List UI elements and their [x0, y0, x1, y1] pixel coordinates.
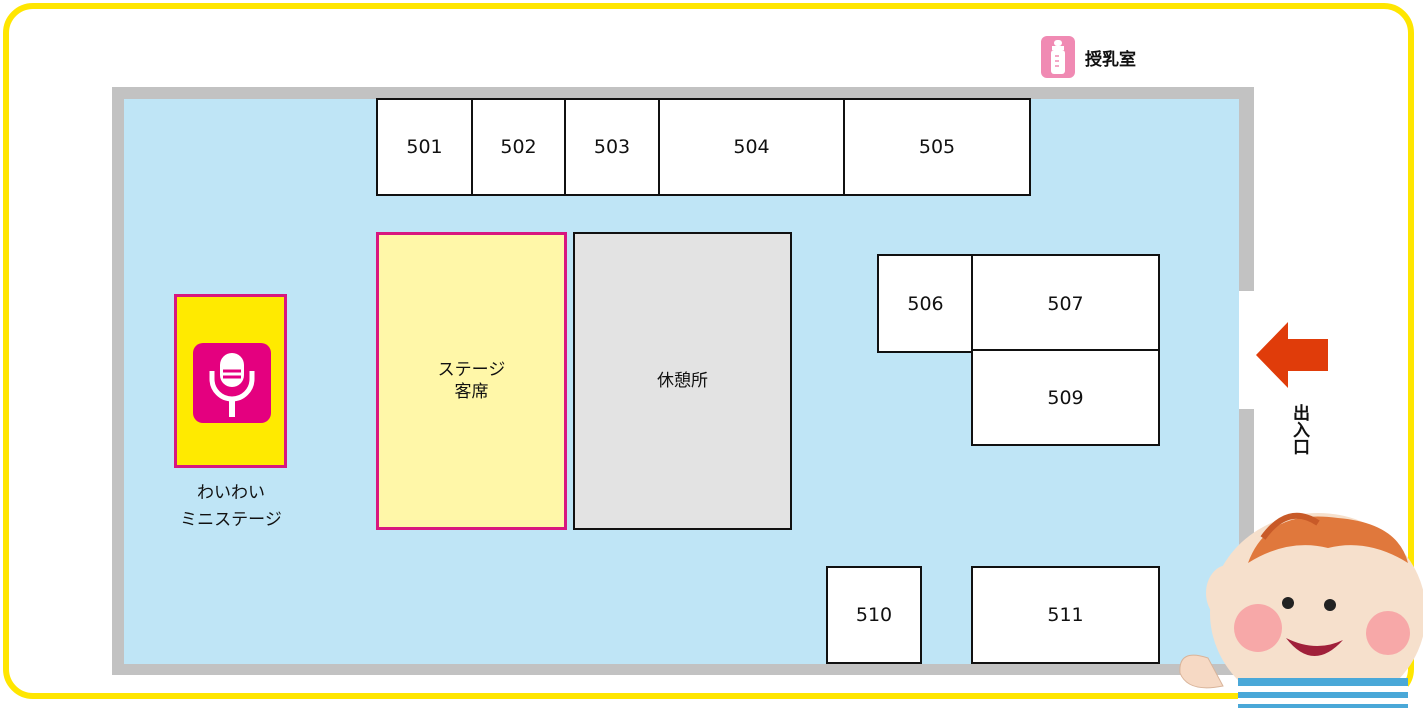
rest-area-label: 休憩所: [657, 371, 708, 391]
stage-seating-area[interactable]: ステージ 客席: [376, 232, 567, 530]
mini-stage-area[interactable]: [174, 294, 287, 468]
booth-505[interactable]: 505: [843, 98, 1031, 196]
booth-507[interactable]: 507: [971, 254, 1160, 353]
nursing-room[interactable]: 授乳室: [1041, 36, 1136, 78]
booth-506[interactable]: 506: [877, 254, 974, 353]
stage-seating-label-line1: ステージ: [437, 359, 506, 380]
booth-509[interactable]: 509: [971, 349, 1160, 446]
mini-stage-label: わいわい ミニステージ: [150, 480, 312, 534]
baby-bottle-icon: [1041, 36, 1075, 78]
arrow-left-icon: [1256, 322, 1328, 392]
mini-stage-label-line1: わいわい: [197, 483, 265, 503]
booth-502[interactable]: 502: [471, 98, 566, 196]
rest-area[interactable]: 休憩所: [573, 232, 792, 530]
booth-503[interactable]: 503: [564, 98, 660, 196]
nursing-room-label: 授乳室: [1085, 49, 1136, 70]
booth-511[interactable]: 511: [971, 566, 1160, 664]
entrance-opening: [1239, 291, 1254, 409]
entrance-label: 出入口: [1289, 404, 1309, 455]
booth-504[interactable]: 504: [658, 98, 845, 196]
stage-seating-label-line2: 客席: [454, 382, 489, 402]
mascot-character: [1168, 508, 1423, 712]
booth-501[interactable]: 501: [376, 98, 473, 196]
mini-stage-label-line2: ミニステージ: [180, 510, 282, 530]
microphone-icon: [193, 343, 271, 423]
booth-510[interactable]: 510: [826, 566, 922, 664]
